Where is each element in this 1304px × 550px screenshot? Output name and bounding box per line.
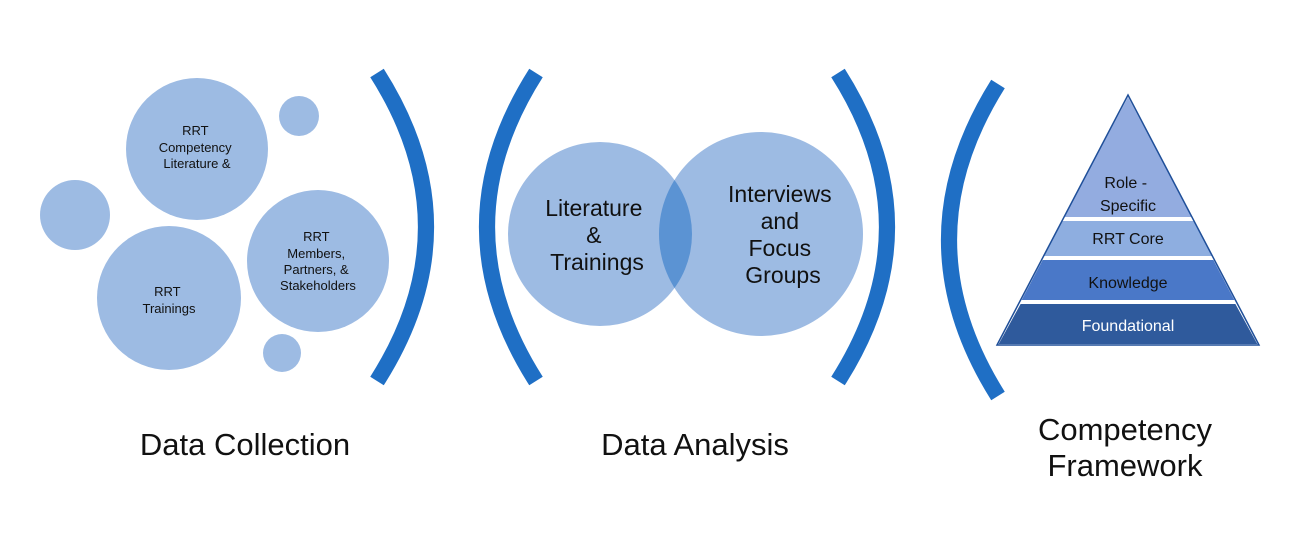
circle-rrt-competency-literature <box>126 78 268 220</box>
decor-circle-small-top <box>279 96 319 136</box>
bracket-close-1 <box>370 68 434 386</box>
pyramid-role-line-1: Role - <box>1104 175 1147 192</box>
competency-framework-title-line-2: Framework <box>1047 448 1203 483</box>
circle-rrt-competency-literature-text: RRT Competency Literature & <box>159 123 236 171</box>
circle-top-line-2: Competency <box>159 140 232 155</box>
circle-right-line-4: Stakeholders <box>280 278 356 293</box>
decor-circle-left <box>40 180 110 250</box>
data-collection-title: Data Collection <box>139 427 351 462</box>
circle-bottom-line-1: RRT <box>154 284 181 299</box>
pyramid-level-rrt-core <box>1040 219 1216 258</box>
competency-framework-title: Competency Framework <box>975 412 1275 484</box>
pyramid-label-foundational: Foundational <box>1082 318 1175 335</box>
circle-rrt-trainings-text: RRT Trainings <box>143 284 196 316</box>
venn-right-line-2: and <box>761 208 799 234</box>
bracket-open-2 <box>941 79 1005 401</box>
pyramid-label-role-specific: Role - Specific <box>1100 175 1156 215</box>
venn-right-line-3: Focus <box>748 235 811 261</box>
venn-left-line-2: & <box>586 222 601 248</box>
venn-right-circle <box>659 132 863 336</box>
circle-right-line-1: RRT <box>303 229 330 244</box>
circle-rrt-members <box>247 190 389 332</box>
competency-framework-title-line-1: Competency <box>1037 412 1213 447</box>
venn-right-text: Interviews and Focus Groups <box>728 181 838 288</box>
circle-right-line-3: Partners, & <box>284 262 349 277</box>
pyramid-label-rrt-core: RRT Core <box>1092 231 1164 248</box>
circle-bottom-line-2: Trainings <box>143 301 196 316</box>
venn-right-line-4: Groups <box>745 262 820 288</box>
decor-circle-small-bottom <box>263 334 301 372</box>
pyramid-outline <box>995 93 1261 346</box>
circle-right-line-2: Members, <box>287 246 345 261</box>
competency-pyramid: Role - Specific RRT Core Knowledge Found… <box>995 92 1261 346</box>
venn-left-circle <box>508 142 692 326</box>
venn-left-text: Literature & Trainings <box>545 195 649 275</box>
venn-left-line-1: Literature <box>545 195 642 221</box>
circle-top-line-3: Literature & <box>163 156 231 171</box>
circle-rrt-trainings <box>97 226 241 370</box>
bracket-close-2 <box>831 68 895 386</box>
data-analysis-venn: Literature & Trainings Interviews and Fo… <box>508 132 863 336</box>
circle-top-line-1: RRT <box>182 123 209 138</box>
venn-right-line-1: Interviews <box>728 181 832 207</box>
circle-rrt-members-text: RRT Members, Partners, & Stakeholders <box>280 229 356 293</box>
bracket-open-1 <box>479 68 543 386</box>
data-collection-cluster: RRT Competency Literature & RRT Training… <box>40 78 389 372</box>
pyramid-role-line-2: Specific <box>1100 198 1156 215</box>
pyramid-label-knowledge: Knowledge <box>1088 275 1167 292</box>
venn-left-line-3: Trainings <box>550 249 644 275</box>
data-analysis-title: Data Analysis <box>601 427 789 462</box>
